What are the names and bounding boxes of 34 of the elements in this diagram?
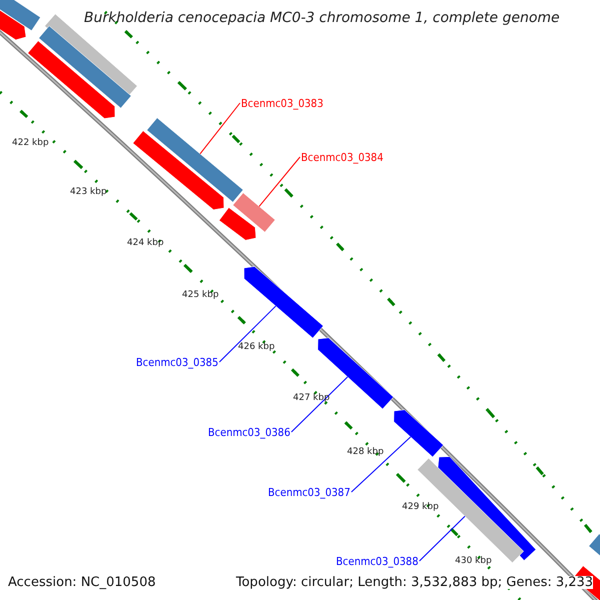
gene-feature bbox=[146, 118, 244, 202]
gene-label: Bcenmc03_0386 bbox=[208, 426, 290, 438]
gene-label: Bcenmc03_0383 bbox=[241, 98, 324, 108]
info-text: Topology: circular; Length: 3,532,883 bp; Genes: 3,233 bbox=[236, 576, 594, 588]
info-text: Accession: NC_010508 bbox=[8, 576, 156, 588]
gene-feature bbox=[417, 458, 524, 563]
scale-label: 430 kbp bbox=[455, 556, 492, 566]
gene-feature bbox=[232, 192, 276, 232]
scale-label: 422 kbp bbox=[12, 138, 49, 148]
scale-label: 425 kbp bbox=[182, 290, 219, 300]
gene-label: Bcenmc03_0385 bbox=[136, 356, 218, 368]
leader-line bbox=[218, 306, 276, 362]
leader-line bbox=[350, 436, 412, 492]
gene-label: Bcenmc03_0387 bbox=[268, 486, 350, 498]
scale-label: 426 kbp bbox=[238, 342, 275, 352]
gene-feature bbox=[394, 410, 444, 458]
gene-label: Bcenmc03_0388 bbox=[336, 556, 418, 566]
gene-feature bbox=[38, 26, 132, 108]
gene-label: Bcenmc03_0384 bbox=[301, 152, 384, 162]
gene-feature bbox=[244, 266, 324, 338]
scale-label: 428 kbp bbox=[347, 448, 384, 456]
gene-feature bbox=[132, 130, 224, 210]
leader-line bbox=[418, 516, 466, 562]
leader-line bbox=[290, 376, 348, 432]
gene-feature bbox=[0, 0, 41, 31]
scale-label: 424 kbp bbox=[127, 238, 164, 248]
gene-feature bbox=[0, 9, 26, 40]
gene-feature bbox=[28, 40, 116, 119]
scale-label: 429 kbp bbox=[402, 502, 439, 512]
gene-feature bbox=[218, 207, 256, 240]
leader-line bbox=[258, 156, 300, 207]
leader-line bbox=[200, 102, 240, 154]
genome-title: Burkholderia cenocepacia MC0-3 chromosome 1, complete genome bbox=[84, 11, 560, 25]
scale-label: 423 kbp bbox=[70, 188, 107, 196]
